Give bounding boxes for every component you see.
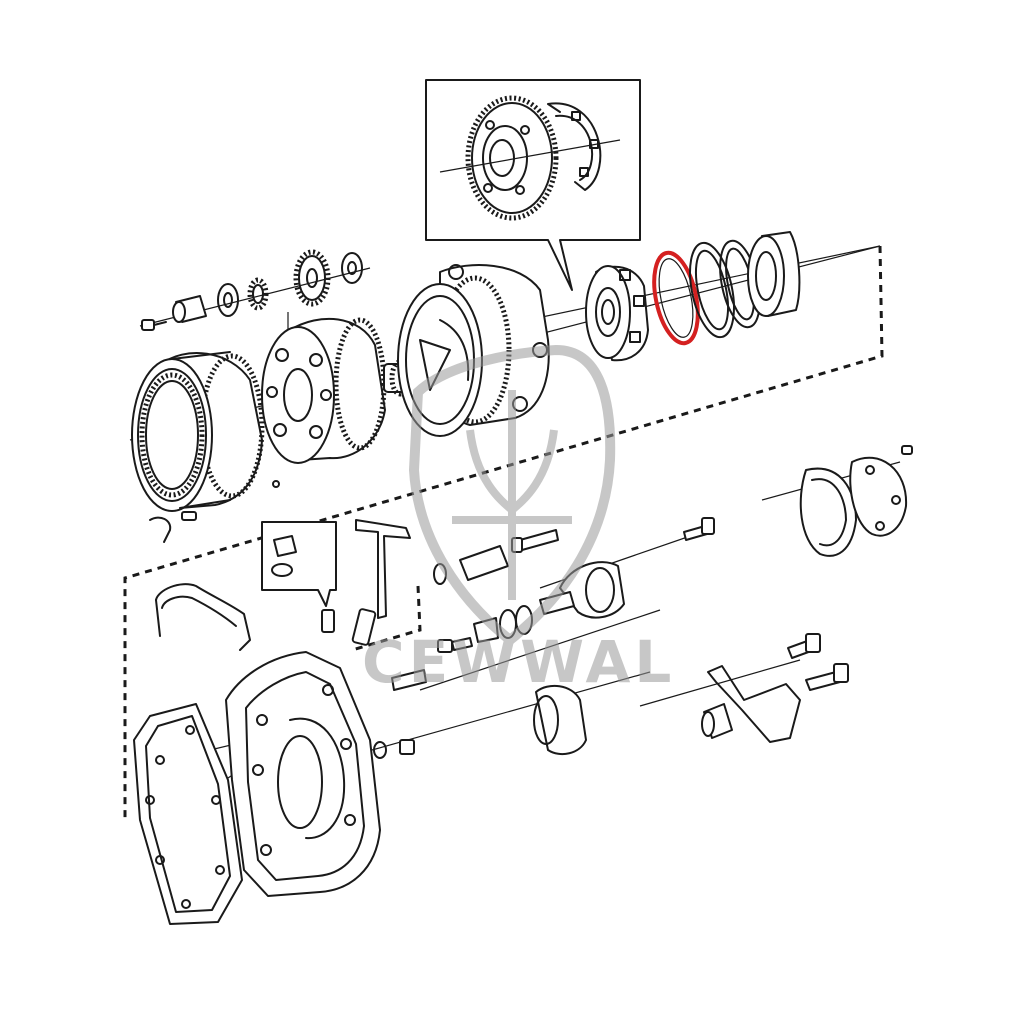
clip-pin-icon bbox=[149, 480, 280, 543]
mounting-bracket-icon bbox=[707, 665, 801, 743]
seal-washers-icon bbox=[437, 605, 533, 653]
selector-fork-icon bbox=[539, 561, 625, 619]
bolt-icon bbox=[805, 663, 849, 691]
main-housing-icon bbox=[225, 651, 427, 897]
slotted-nut-icon bbox=[585, 265, 649, 362]
watermark-logo: CEWWAL bbox=[362, 344, 675, 696]
linkage-rod-icon bbox=[155, 583, 251, 651]
watermark-text: CEWWAL bbox=[362, 628, 675, 696]
needle-bearing-icon bbox=[247, 277, 269, 311]
retaining-clip-icon bbox=[547, 102, 602, 191]
bushing-icon bbox=[172, 295, 207, 323]
bolt-icon bbox=[787, 633, 821, 659]
ring-gear-drum-icon bbox=[131, 351, 265, 512]
bracket-icon bbox=[355, 519, 411, 619]
bearing-cup-icon bbox=[533, 684, 587, 756]
small-gear-icon bbox=[293, 249, 331, 307]
shift-shaft-icon bbox=[433, 517, 715, 585]
washer-small-icon bbox=[341, 252, 363, 284]
assembly-dashed-frame bbox=[123, 245, 884, 818]
bolt-icon bbox=[373, 669, 427, 759]
seal-ring-highlighted-icon bbox=[652, 250, 700, 346]
cover-gasket-icon bbox=[799, 467, 857, 557]
bolt-icon bbox=[437, 637, 473, 653]
sensor-icon bbox=[351, 608, 377, 646]
inset-callout-gear bbox=[425, 79, 641, 291]
drain-plug-icon bbox=[321, 609, 335, 633]
inset-callout-plug bbox=[261, 521, 377, 646]
bearing-icon bbox=[747, 231, 801, 317]
washer-icon bbox=[217, 283, 239, 317]
end-cover-icon bbox=[849, 445, 913, 537]
small-bolt-icon bbox=[141, 319, 167, 331]
bolt-icon bbox=[683, 517, 715, 541]
housing-gasket-icon bbox=[133, 703, 243, 925]
bolt-icon bbox=[511, 529, 559, 553]
internal-gear-housing-icon bbox=[397, 264, 550, 437]
planet-carrier-icon bbox=[261, 317, 387, 464]
gear-large-icon bbox=[465, 95, 559, 221]
spacer-sleeve-icon bbox=[701, 703, 733, 739]
